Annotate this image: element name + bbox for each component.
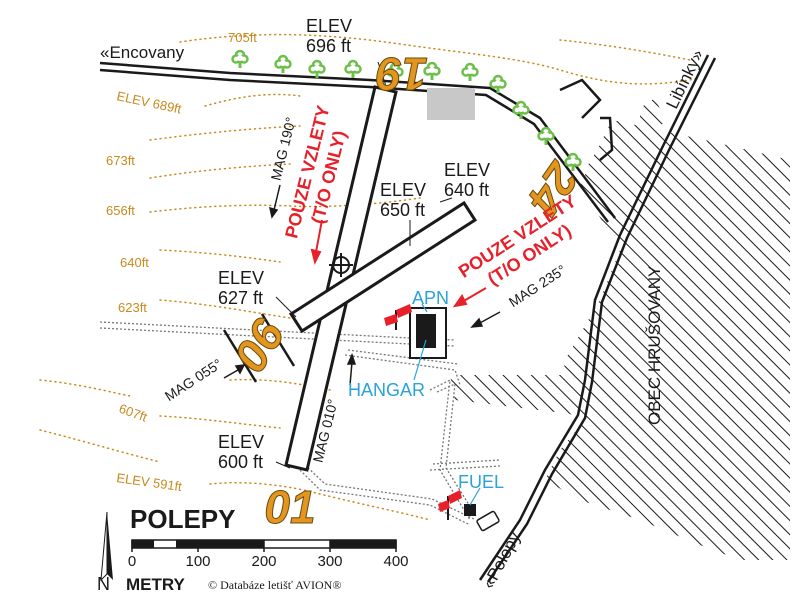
runway-number-19: 19	[376, 48, 428, 100]
scale-tick-200: 200	[251, 553, 276, 570]
road-label-polepy: «Polepy	[479, 528, 525, 592]
svg-text:MAG 055°: MAG 055°	[162, 355, 225, 404]
fuel-leader	[469, 487, 481, 506]
map-title: POLEPY	[130, 504, 235, 534]
scale-tick-300: 300	[317, 553, 342, 570]
road-label-encovany: «Encovany	[100, 43, 185, 62]
contour-label-623: 623ft	[118, 300, 147, 315]
takeoff-arrow-19	[310, 219, 323, 265]
scale-tick-0: 0	[128, 553, 136, 570]
runway-number-01: 01	[264, 481, 315, 533]
windsock-icon	[384, 304, 412, 330]
contour-label-673: 673ft	[106, 153, 135, 168]
village-label: OBEC HRUŠOVANY	[645, 266, 664, 425]
elevation-627-value: 627 ft	[218, 288, 263, 308]
contour-label-591: ELEV 591ft	[116, 470, 184, 494]
apn-leader	[421, 303, 428, 313]
elevation-leaders	[275, 61, 453, 469]
elevation-640-label: ELEV	[444, 160, 490, 180]
takeoff-note-24: POUZE VZLETY (T/O ONLY)	[455, 191, 580, 289]
elevation-650-label: ELEV	[380, 180, 426, 200]
scale-bar	[131, 539, 397, 552]
scale-tick-400: 400	[383, 553, 408, 570]
runway-number-06: 06	[223, 310, 294, 381]
contour-label-689: ELEV 689ft	[115, 88, 183, 116]
hangar-leader	[413, 339, 427, 381]
elevation-600-label: ELEV	[218, 432, 264, 452]
threshold-06	[222, 313, 296, 383]
fuel-shelter	[476, 510, 500, 532]
contour-label-656: 656ft	[106, 203, 135, 218]
runway-06-24	[288, 200, 478, 334]
scale-tick-100: 100	[185, 553, 210, 570]
hangar	[416, 314, 436, 348]
building	[427, 88, 475, 120]
north-arrow-icon	[100, 511, 113, 582]
runway-01-19	[284, 85, 398, 472]
north-label: N	[97, 574, 110, 594]
elevation-696-value: 696 ft	[306, 36, 351, 56]
village-area	[545, 120, 790, 560]
elevation-627-label: ELEV	[218, 268, 264, 288]
fuel-station-icon	[464, 504, 476, 516]
elevation-600-value: 600 ft	[218, 452, 263, 472]
village-corner	[640, 98, 665, 135]
takeoff-arrow-24	[452, 287, 487, 308]
svg-text:MAG 190°: MAG 190°	[268, 115, 299, 182]
elevation-696-label: ELEV	[306, 16, 352, 36]
fuel-label: FUEL	[458, 472, 504, 492]
contour-lines	[39, 33, 701, 521]
village-strip	[450, 375, 585, 415]
contour-label-607: 607ft	[117, 401, 150, 425]
reference-point-icon	[329, 253, 353, 277]
scale-unit: METRY	[126, 575, 186, 594]
elevation-650-value: 650 ft	[380, 200, 425, 220]
copyright: © Databáze letišť AVION®	[208, 578, 341, 592]
hangar-label: HANGAR	[348, 380, 425, 400]
contour-label-705: 705ft	[228, 30, 257, 45]
windsock-fuel-icon	[438, 490, 462, 520]
contour-label-640: 640ft	[120, 255, 149, 270]
elevation-640-value: 640 ft	[444, 180, 489, 200]
apron-label: APN	[412, 288, 449, 308]
